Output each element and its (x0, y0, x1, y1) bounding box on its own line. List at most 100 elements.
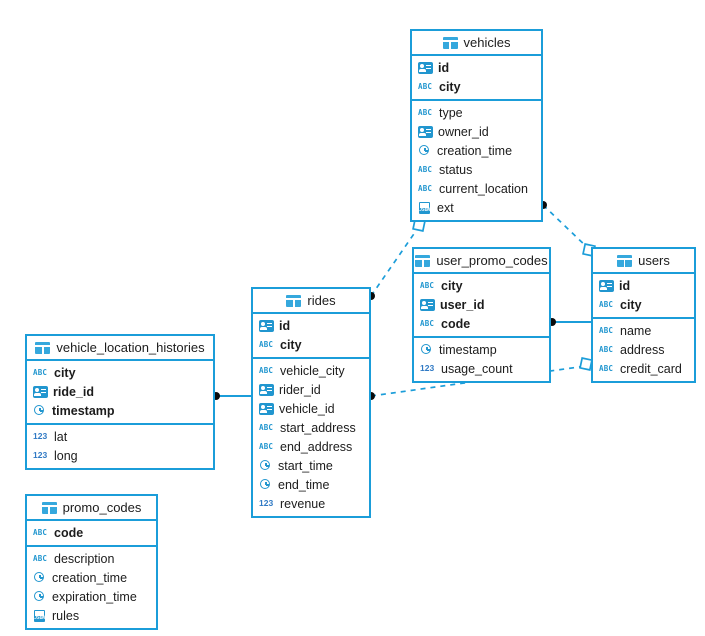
table-header[interactable]: rides (253, 289, 369, 314)
column-name: code (441, 316, 471, 331)
column-name: ride_id (53, 384, 94, 399)
column-row[interactable]: expiration_time (27, 587, 156, 606)
number-icon: 123 (420, 363, 435, 373)
table-name: vehicle_location_histories (56, 340, 205, 355)
column-name: timestamp (439, 342, 497, 357)
relationship-vehicle-location-histories-to-rides[interactable] (212, 392, 251, 400)
column-name: lat (54, 429, 68, 444)
clock-icon (33, 590, 47, 603)
column-name: id (279, 318, 291, 333)
abc-icon: ABC (599, 345, 614, 354)
clock-icon (259, 478, 273, 491)
table-header[interactable]: users (593, 249, 694, 274)
column-row[interactable]: ABC address (593, 340, 694, 359)
relationship-user-promo-codes-to-users[interactable] (548, 318, 591, 326)
clock-icon (33, 404, 47, 417)
number-icon: 123 (33, 450, 48, 460)
table-header[interactable]: vehicles (412, 31, 541, 56)
column-row[interactable]: creation_time (412, 141, 541, 160)
primary-key-row[interactable]: user_id (414, 295, 549, 314)
column-name: ext (437, 200, 454, 215)
id-card-icon (599, 279, 614, 292)
id-card-icon (418, 125, 433, 138)
table-header[interactable]: promo_codes (27, 496, 156, 521)
primary-key-row[interactable]: ABC city (27, 363, 213, 382)
column-name: name (620, 323, 652, 338)
column-row[interactable]: creation_time (27, 568, 156, 587)
column-name: city (54, 365, 76, 380)
number-icon: 123 (33, 431, 48, 441)
primary-key-section: ABC city ride_id timestamp (27, 361, 213, 423)
table-icon (415, 254, 431, 267)
primary-key-row[interactable]: ABC city (253, 335, 369, 354)
primary-key-row[interactable]: id (593, 276, 694, 295)
column-row[interactable]: 123 usage_count (414, 359, 549, 378)
abc-icon: ABC (33, 554, 48, 563)
column-row[interactable]: JSON ext (412, 198, 541, 217)
column-name: expiration_time (52, 589, 137, 604)
column-row[interactable]: timestamp (414, 340, 549, 359)
table-header[interactable]: vehicle_location_histories (27, 336, 213, 361)
id-card-icon (418, 61, 433, 74)
primary-key-row[interactable]: timestamp (27, 401, 213, 420)
table-icon (35, 341, 51, 354)
table-icon (617, 254, 633, 267)
abc-icon: ABC (599, 364, 614, 373)
primary-key-row[interactable]: id (253, 316, 369, 335)
columns-section: timestamp 123 usage_count (414, 336, 549, 381)
column-name: city (280, 337, 302, 352)
column-row[interactable]: end_time (253, 475, 369, 494)
abc-icon: ABC (259, 340, 274, 349)
primary-key-row[interactable]: ride_id (27, 382, 213, 401)
column-name: timestamp (52, 403, 115, 418)
table-icon (442, 36, 458, 49)
clock-icon (259, 459, 273, 472)
clock-icon (420, 343, 434, 356)
column-row[interactable]: rider_id (253, 380, 369, 399)
column-row[interactable]: owner_id (412, 122, 541, 141)
column-row[interactable]: start_time (253, 456, 369, 475)
column-name: id (619, 278, 631, 293)
column-name: start_address (280, 420, 356, 435)
column-name: address (620, 342, 665, 357)
primary-key-row[interactable]: id (412, 58, 541, 77)
json-icon: JSON (418, 201, 432, 214)
column-name: id (438, 60, 450, 75)
column-row[interactable]: 123 lat (27, 427, 213, 446)
table-header[interactable]: user_promo_codes (414, 249, 549, 274)
id-card-icon (33, 385, 48, 398)
table-name: users (638, 253, 670, 268)
column-name: usage_count (441, 361, 513, 376)
clock-icon (33, 571, 47, 584)
abc-icon: ABC (33, 368, 48, 377)
column-row[interactable]: vehicle_id (253, 399, 369, 418)
column-name: type (439, 105, 463, 120)
